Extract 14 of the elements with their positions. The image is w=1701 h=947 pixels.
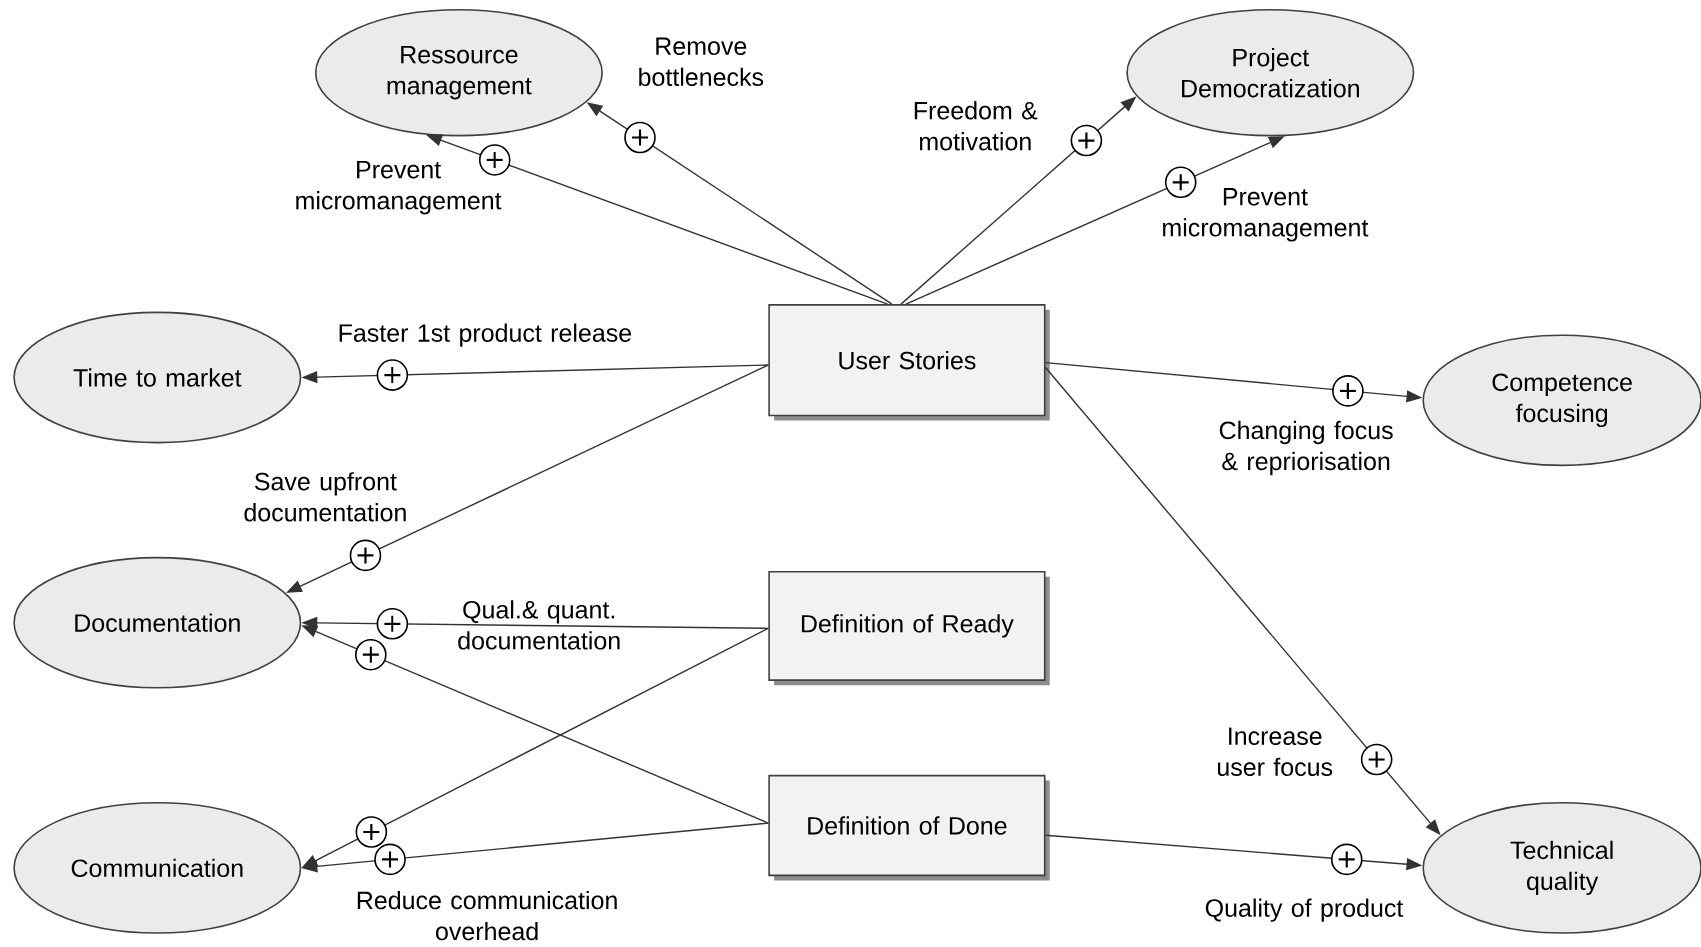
edge-label: Prevent micromanagement [1163,188,1369,242]
edge-label: Faster 1st product release [339,323,632,347]
edge-label: Prevent micromanagement [296,161,502,215]
process-box: Definition of Ready [768,570,1050,686]
edge-label: Increase user focus [1218,727,1333,777]
edge-label: Quality of product [1205,898,1404,922]
edge-label: Qual.& quant. documentation [458,600,620,650]
edge-label: Save upfront documentation [244,472,406,522]
edge-label: Freedom & motivation [914,101,1038,151]
edge-label: Remove bottlenecks [639,37,764,87]
edge-label: Changing focus & repriorisation [1219,420,1393,476]
process-box: Definition of Done [768,774,1050,881]
process-box: User Stories [768,304,1050,421]
edge-label: Reduce communication overhead [357,890,617,941]
